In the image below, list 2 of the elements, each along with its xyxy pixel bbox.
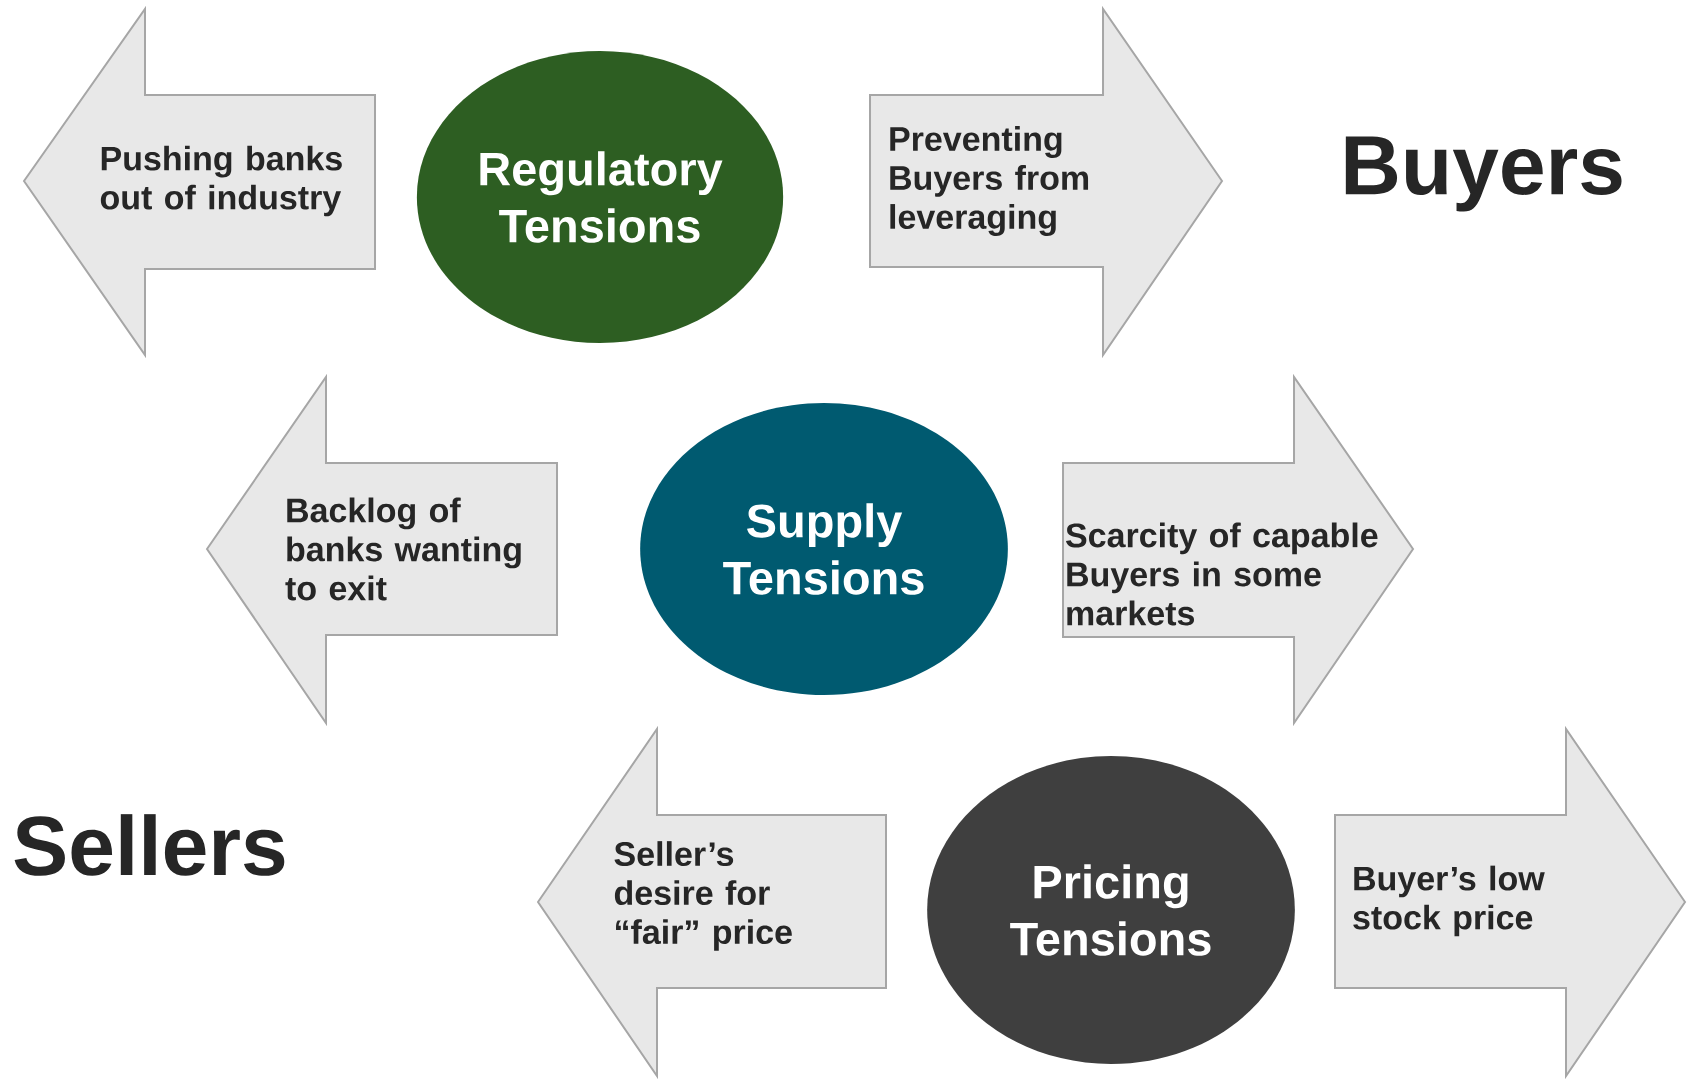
side-label: Sellers xyxy=(14,814,285,876)
side-label: Buyers xyxy=(1345,136,1622,212)
